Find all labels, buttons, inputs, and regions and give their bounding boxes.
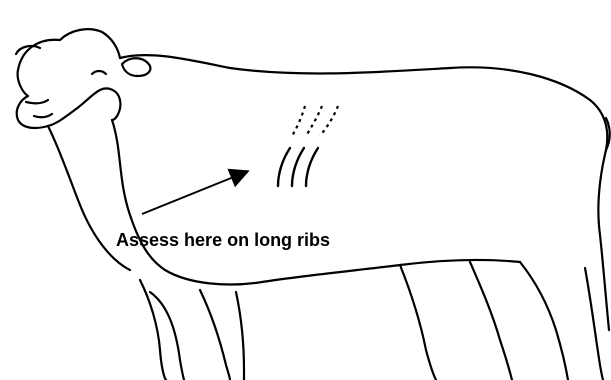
annotation-label: Assess here on long ribs bbox=[116, 230, 330, 250]
sheep-ear bbox=[122, 58, 150, 76]
sheep-body-outline bbox=[112, 55, 609, 330]
rib-line-2 bbox=[292, 148, 304, 186]
rib-line-1 bbox=[278, 148, 290, 186]
sheep-front-leg-left bbox=[140, 280, 184, 380]
sheep-poll bbox=[16, 29, 120, 58]
rib-lines bbox=[278, 148, 318, 186]
sheep-head bbox=[17, 40, 121, 128]
rib-lines-dashed bbox=[292, 106, 338, 136]
sheep-rear-leg-left bbox=[400, 262, 512, 380]
sheep-eye bbox=[92, 71, 106, 74]
annotation-arrow bbox=[142, 172, 246, 214]
sheep-rear-leg-right bbox=[520, 262, 603, 380]
sheep-front-leg-right bbox=[200, 290, 244, 380]
rib-dashed-1 bbox=[292, 106, 305, 136]
rib-dashed-3 bbox=[320, 106, 338, 136]
sheep-muzzle bbox=[26, 100, 52, 117]
rib-line-3 bbox=[306, 148, 318, 186]
rib-dashed-2 bbox=[306, 106, 322, 136]
